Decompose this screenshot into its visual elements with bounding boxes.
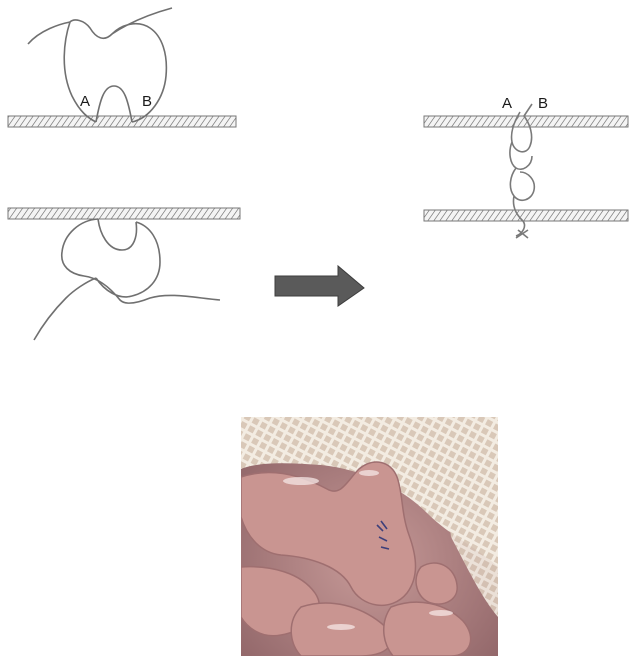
- lower-wall-left: [8, 208, 240, 219]
- intestine-surgery-photo: [241, 417, 498, 656]
- label-b-before: B: [142, 93, 152, 110]
- upper-wall-left: [8, 116, 236, 127]
- lower-wall-right: [424, 210, 628, 221]
- label-b-after: B: [538, 95, 548, 112]
- label-a-before: A: [80, 93, 90, 110]
- lower-suture-loop: [34, 219, 220, 340]
- label-a-after: A: [502, 95, 512, 112]
- before-panel: A B: [8, 8, 240, 340]
- after-panel: A B: [424, 95, 628, 238]
- right-arrow-icon: [275, 266, 364, 306]
